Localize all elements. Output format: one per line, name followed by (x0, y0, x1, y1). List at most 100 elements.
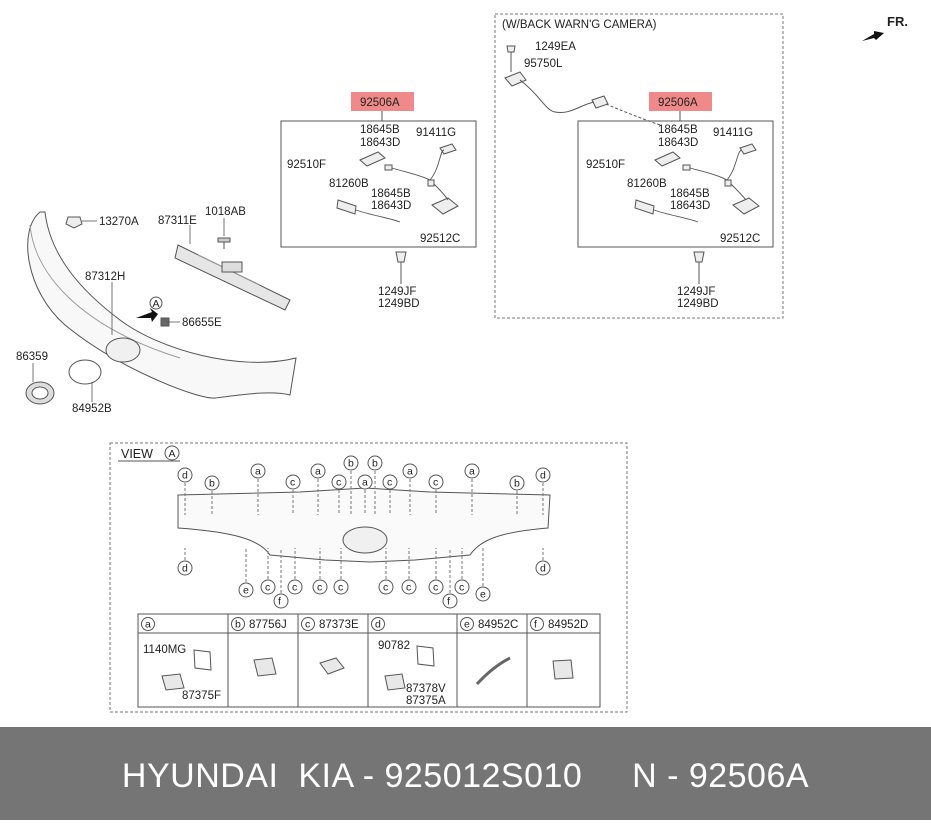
garnish-panel (27, 211, 297, 399)
view-clip-marker-b: b (514, 478, 520, 490)
view-clip-marker-circle (475, 586, 491, 602)
view-clip-marker-b: b (372, 458, 378, 470)
view-clip-marker-d: d (540, 563, 546, 575)
clip-86655E (160, 317, 170, 327)
view-label: VIEW (121, 447, 153, 461)
view-clip-marker-c: c (383, 582, 388, 594)
clip-table-subpart-a: 87375F (182, 690, 221, 702)
view-clip-marker-b: b (348, 458, 354, 470)
view-clip-marker-circle (378, 579, 394, 595)
view-clip-marker-circle (509, 475, 525, 491)
label-18645B-right-top: 18645B (658, 124, 698, 136)
label-18643D-right-mid: 18643D (670, 200, 710, 212)
label-1249BD-left: 1249BD (378, 298, 420, 310)
view-clip-marker-circle (177, 467, 193, 483)
label-92506A-right: 92506A (658, 97, 698, 109)
clip-table (137, 613, 601, 708)
clip-table-subpart-a: 1140MG (143, 644, 186, 656)
license-lamp-group-right (494, 13, 784, 319)
clip-table-letter-e: e (464, 619, 470, 631)
view-clip-marker-d: d (182, 563, 188, 575)
label-18645B-left-mid: 18645B (371, 188, 411, 200)
view-clip-marker-c: c (290, 477, 295, 489)
view-clip-marker-circle (382, 474, 398, 490)
label-95750L: 95750L (524, 58, 563, 70)
view-clip-marker-circle (402, 463, 418, 479)
nut-13270A (65, 216, 83, 229)
label-18643D-left-mid: 18643D (371, 200, 411, 212)
label-92510F-left: 92510F (287, 159, 326, 171)
clip-table-letter-b: b (235, 619, 241, 631)
clip-table-subpart-d: 87378V (406, 683, 446, 695)
view-clip-marker-circle (535, 467, 551, 483)
label-91411G-left: 91411G (416, 127, 456, 139)
view-clip-marker-circle (285, 474, 301, 490)
view-clip-marker-circle (204, 475, 220, 491)
clip-table-part-f: 84952D (548, 619, 588, 631)
view-clip-marker-circle (260, 579, 276, 595)
view-panel-outline (177, 487, 551, 563)
view-clip-marker-f: f (447, 596, 450, 608)
view-clip-marker-circle (250, 463, 266, 479)
view-clip-marker-e: e (243, 585, 249, 597)
view-clip-marker-circle (367, 455, 383, 471)
label-84952B: 84952B (72, 403, 112, 415)
view-clip-marker-circle (287, 579, 303, 595)
highlight-92506A-left (351, 92, 414, 111)
label-1018AB: 1018AB (205, 206, 246, 218)
view-clip-marker-a: a (255, 466, 261, 478)
clip-table-letter-f: f (534, 619, 537, 631)
view-label-marker: A (169, 448, 176, 460)
clip-table-letter-circle (460, 617, 474, 631)
view-clip-marker-c: c (265, 582, 270, 594)
view-marker-a: A (153, 298, 160, 310)
view-clip-marker-c: c (292, 582, 297, 594)
emblem-tape (68, 359, 102, 385)
view-clip-marker-circle (454, 579, 470, 595)
view-clip-marker-a: a (407, 466, 413, 478)
view-a-section (109, 442, 628, 713)
view-clip-marker-a: a (362, 477, 368, 489)
clip-table-part-b: 87756J (249, 619, 287, 631)
clip-table-subpart-d: 90782 (378, 640, 410, 652)
view-clip-marker-e: e (480, 589, 486, 601)
view-clip-marker-a: a (469, 466, 475, 478)
screw-1018AB (217, 237, 231, 249)
label-18643D-right-top: 18643D (658, 137, 698, 149)
view-clip-marker-f: f (278, 596, 281, 608)
clip-table-letter-circle (301, 617, 315, 631)
clip-table-part-c: 87373E (319, 619, 359, 631)
view-clip-marker-circle (333, 579, 349, 595)
view-clip-marker-circle (428, 579, 444, 595)
view-clip-marker-d: d (540, 470, 546, 482)
footer-bar: HYUNDAI KIA - 925012S010 N - 92506A (0, 727, 931, 820)
view-clip-marker-b: b (209, 478, 215, 490)
clip-table-letter-circle (141, 617, 155, 631)
label-81260B-left: 81260B (329, 178, 369, 190)
bracket-87311E (174, 244, 291, 311)
main-leaders (32, 218, 225, 402)
label-81260B-right: 81260B (627, 178, 667, 190)
view-clip-marker-circle (401, 579, 417, 595)
parts-diagram: FR. A 13270A 87311E 1018 (16, 13, 908, 713)
label-92506A-left: 92506A (360, 97, 400, 109)
label-1249EA: 1249EA (535, 41, 576, 53)
clip-table-letter-d: d (375, 619, 381, 631)
view-clip-marker-c: c (459, 582, 464, 594)
view-clip-marker-circle (343, 455, 359, 471)
clip-table-letter-a: a (145, 619, 151, 631)
label-86359: 86359 (16, 351, 48, 363)
label-87312H: 87312H (85, 271, 125, 283)
label-91411G-right: 91411G (713, 127, 753, 139)
label-13270A: 13270A (99, 216, 139, 228)
label-87311E: 87311E (158, 215, 197, 227)
label-1249JF-right: 1249JF (677, 286, 715, 298)
view-clip-marker-c: c (336, 477, 341, 489)
view-clip-marker-circle (428, 474, 444, 490)
footer-part-numbers: HYUNDAI KIA - 925012S010 N - 92506A (121, 757, 810, 795)
label-92510F-right: 92510F (586, 159, 625, 171)
clip-table-part-e: 84952C (478, 619, 518, 631)
label-18645B-left-top: 18645B (360, 124, 400, 136)
view-clip-marker-a: a (315, 466, 321, 478)
view-clip-marker-circle (535, 560, 551, 576)
